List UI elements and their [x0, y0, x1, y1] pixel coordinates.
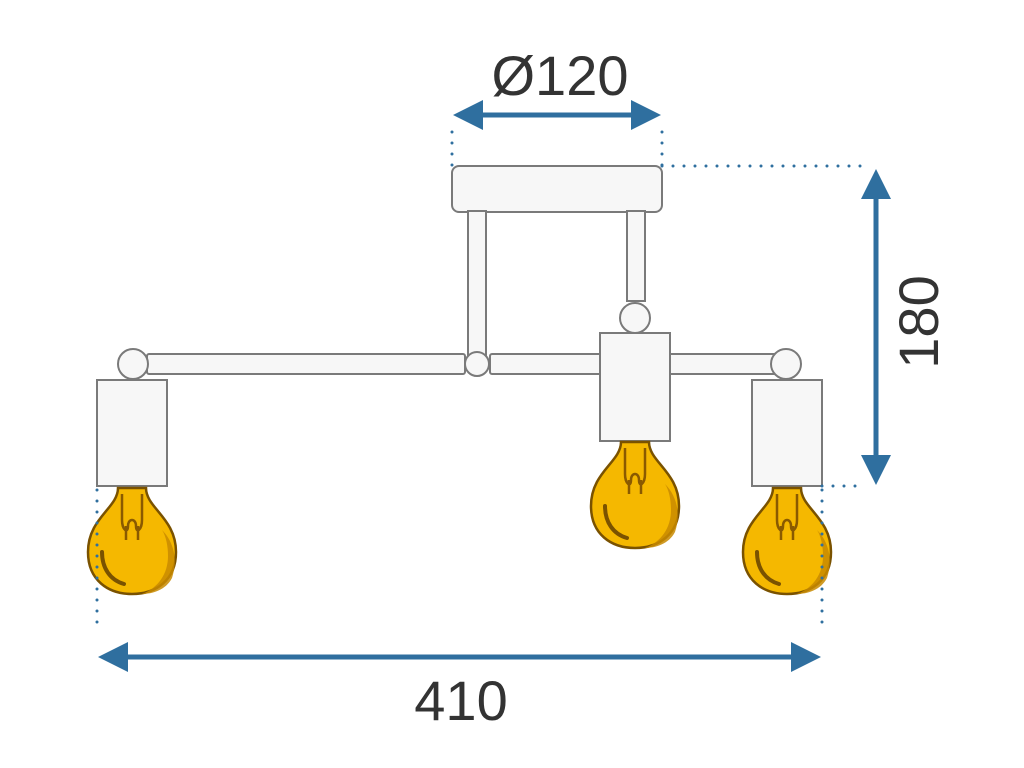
height-label: 180	[887, 275, 950, 368]
diameter-label: Ø120	[492, 44, 629, 107]
right-bulb	[741, 486, 833, 596]
center-arm-bar	[489, 353, 605, 375]
ceiling-canopy	[451, 165, 663, 213]
left-joint	[117, 348, 149, 380]
right-joint	[770, 348, 802, 380]
left-stem	[467, 210, 487, 356]
extension-lines	[95, 130, 868, 634]
right-socket	[751, 379, 823, 487]
width-label: 410	[414, 669, 507, 732]
middle-joint	[619, 302, 651, 334]
center-joint	[464, 351, 490, 377]
middle-bulb	[589, 440, 681, 550]
right-stem	[626, 210, 646, 302]
right-arm-bar	[667, 353, 777, 375]
middle-socket	[599, 332, 671, 442]
left-arm-bar	[146, 353, 466, 375]
left-bulb	[86, 486, 178, 596]
left-socket	[96, 379, 168, 487]
